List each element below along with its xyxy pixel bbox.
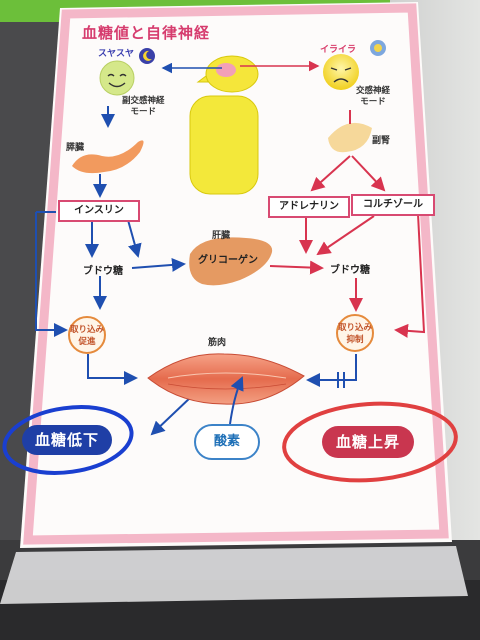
blood-sugar-increase-label: 血糖上昇 <box>322 426 414 458</box>
muscle-illustration <box>147 353 305 405</box>
badge-line: 促進 <box>78 337 96 347</box>
brain-icon <box>216 63 236 77</box>
mode-line: 交感神経 <box>356 86 391 96</box>
moon-icon <box>139 48 155 64</box>
parasympathetic-mode-label: 副交感神経 モード <box>122 96 165 118</box>
adrenaline-box: アドレナリン <box>268 196 350 218</box>
person-body <box>189 95 259 195</box>
cortisol-box: コルチゾール <box>351 194 435 216</box>
uptake-promote-badge: 取り込み 促進 <box>68 316 106 354</box>
badge-line: 取り込み <box>70 325 105 335</box>
mode-line: モード <box>360 97 386 107</box>
liver-label: 肝臓 <box>212 231 231 241</box>
glucose-right-label: ブドウ糖 <box>330 265 370 276</box>
uptake-suppress-badge: 取り込み 抑制 <box>336 314 374 352</box>
irritated-mood-label: イライラ <box>320 45 357 55</box>
blood-sugar-decrease-label: 血糖低下 <box>22 425 112 455</box>
mode-line: 副交感神経 <box>122 96 165 106</box>
poster-title: 血糖値と自律神経 <box>82 24 211 42</box>
sympathetic-mode-label: 交感神経 モード <box>356 86 390 108</box>
glucose-left-label: ブドウ糖 <box>83 266 123 277</box>
laminate-edge <box>0 546 468 604</box>
oxygen-label: 酸素 <box>194 424 260 460</box>
red-ink-circle <box>282 401 458 483</box>
calm-face-icon <box>99 60 135 96</box>
pancreas-illustration <box>72 140 144 174</box>
adrenal-label: 副腎 <box>372 136 391 146</box>
calm-mood-label: スヤスヤ <box>98 49 135 59</box>
glycogen-label: グリコーゲン <box>198 255 258 266</box>
badge-line: 取り込み <box>338 323 373 333</box>
irritated-face-icon <box>323 54 359 90</box>
pancreas-label: 膵臓 <box>66 143 85 153</box>
liver-illustration <box>189 237 273 286</box>
pink-border <box>23 3 449 545</box>
insulin-box: インスリン <box>58 200 140 222</box>
mode-line: モード <box>130 107 157 117</box>
adrenal-illustration <box>328 122 372 153</box>
muscle-label: 筋肉 <box>208 338 227 348</box>
badge-line: 抑制 <box>346 335 364 345</box>
blue-ink-circle <box>2 405 134 475</box>
